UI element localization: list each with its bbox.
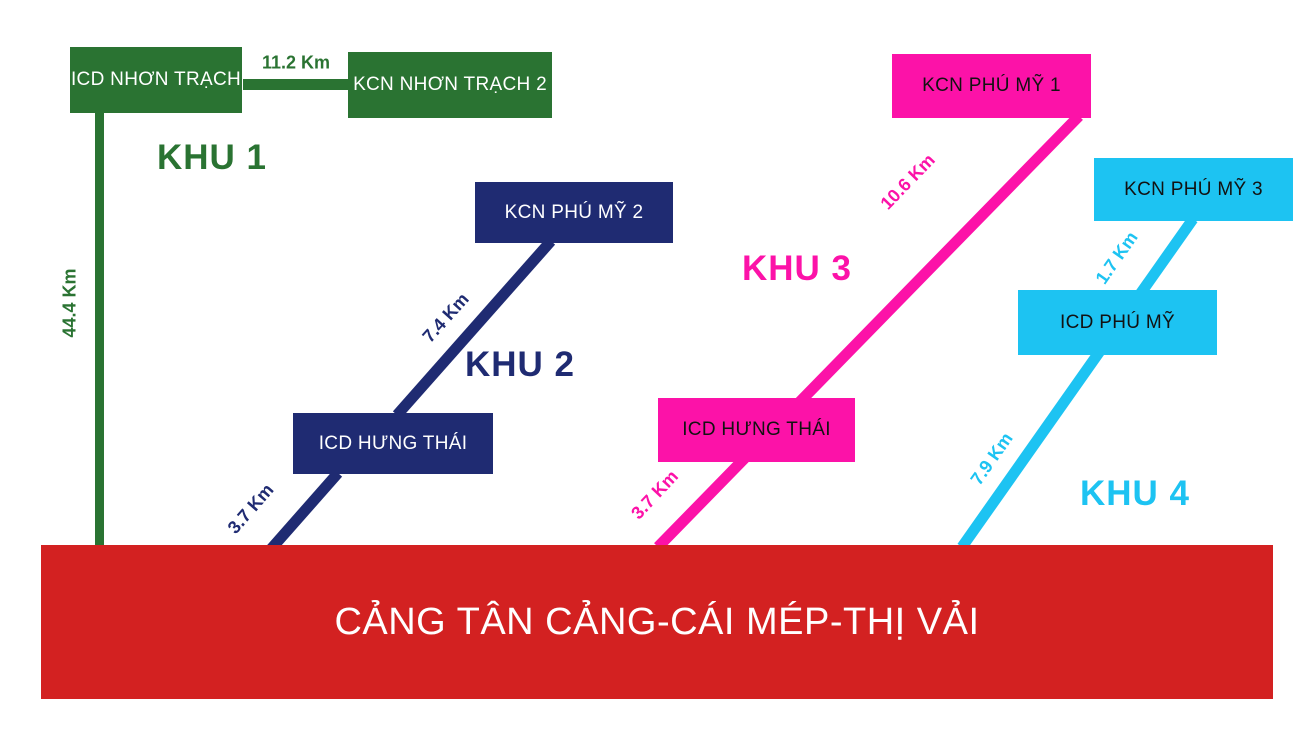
port-bar: CẢNG TÂN CẢNG-CÁI MÉP-THỊ VẢI [41, 545, 1273, 699]
node-kcn-phu-my-2: KCN PHÚ MỸ 2 [475, 182, 673, 243]
line-kcn-phu-my-1-to-port [654, 112, 1083, 551]
distance-label-44-4-km: 44.4 Km [59, 268, 80, 338]
line-icd-hung-thai-to-port-khu2 [266, 469, 343, 553]
node-icd-nhon-trach: ICD NHƠN TRẠCH [70, 47, 242, 113]
node-kcn-phu-my-1: KCN PHÚ MỸ 1 [892, 54, 1091, 118]
node-kcn-nhon-trach-2: KCN NHƠN TRẠCH 2 [348, 52, 552, 118]
node-kcn-phu-my-3: KCN PHÚ MỸ 3 [1094, 158, 1293, 221]
line-kcn-phu-my-2-to-icd-hung-thai [392, 237, 556, 419]
distance-label-11-2-km: 11.2 Km [261, 52, 331, 73]
port-title: CẢNG TÂN CẢNG-CÁI MÉP-THỊ VẢI [334, 600, 980, 643]
line-kcn-phu-my-3-to-port [957, 215, 1198, 551]
node-icd-hung-thai-khu2: ICD HƯNG THÁI [293, 413, 493, 474]
zone-label-khu-4: KHU 4 [1079, 474, 1191, 513]
zone-label-khu-3: KHU 3 [741, 249, 853, 288]
node-icd-hung-thai-khu3: ICD HƯNG THÁI [658, 398, 855, 462]
zone-label-khu-1: KHU 1 [156, 138, 268, 177]
node-icd-phu-my: ICD PHÚ MỸ [1018, 290, 1217, 355]
zone-label-khu-2: KHU 2 [464, 345, 576, 384]
